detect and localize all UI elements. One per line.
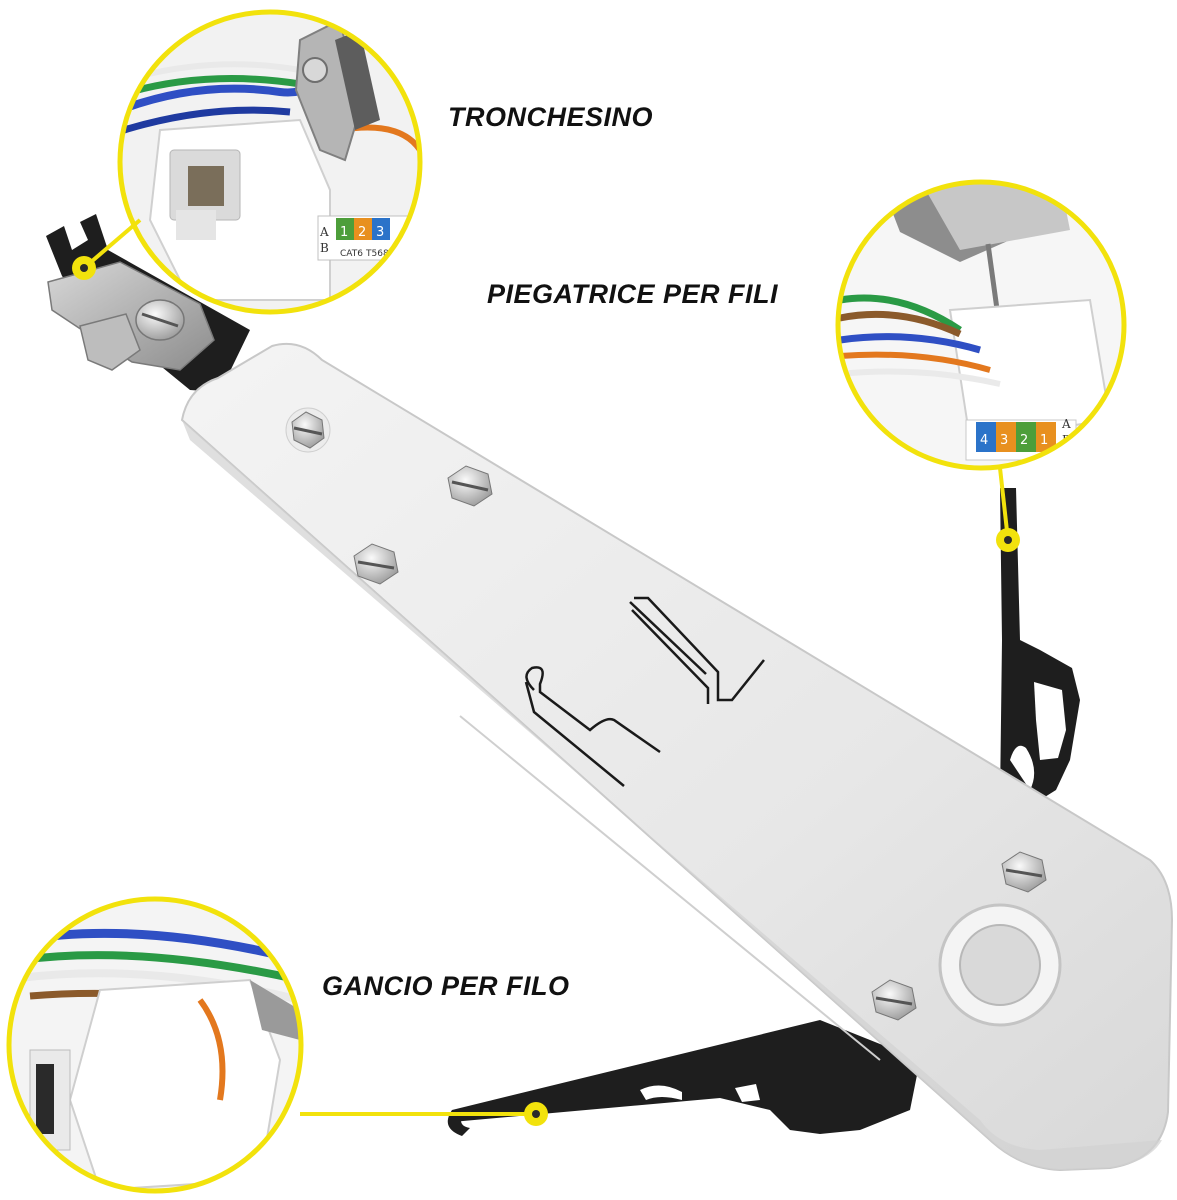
inset-marking-3b: 3 (1000, 433, 1008, 448)
inset-bender-detail: 4 3 2 1 A B (835, 179, 1127, 471)
screw-icon (285, 407, 331, 453)
inset-marking-a: A (319, 225, 329, 239)
inset-marking-2b: 2 (1020, 433, 1028, 448)
inset-marking-2: 2 (358, 225, 366, 240)
label-cutter: TRONCHESINO (448, 102, 654, 132)
screw-icon (1001, 851, 1047, 893)
inset-marking-1b: 1 (1040, 433, 1048, 448)
inset-marking-t568a: T568A (365, 249, 396, 259)
screw-icon (871, 979, 917, 1021)
inset-cutter-detail: A B 1 2 3 CAT6 T568A (117, 9, 423, 315)
tool-body (180, 342, 1174, 1172)
inset-marking-4: 4 (980, 433, 988, 448)
wire-bender-blade (1000, 488, 1080, 870)
callout-cutter (72, 218, 142, 280)
inset-hook-detail (6, 896, 304, 1194)
screw-icon (135, 299, 185, 341)
wire-hook-blade (447, 1020, 920, 1136)
inset-marking-ab: A (1061, 417, 1071, 431)
screw-icon (447, 465, 493, 507)
screw-icon (353, 543, 399, 585)
cutter-icon (629, 596, 765, 704)
inset-marking-b: B (320, 241, 329, 255)
tool-hole (938, 903, 1062, 1027)
label-wire-hook: GANCIO PER FILO (322, 971, 570, 1001)
callout-bender (996, 467, 1020, 552)
inset-marking-3: 3 (376, 225, 384, 240)
label-wire-bender: PIEGATRICE PER FILI (487, 279, 779, 309)
inset-marking-cat6: CAT6 (340, 249, 363, 259)
inset-marking-1: 1 (340, 225, 348, 240)
callout-hook (300, 1102, 548, 1126)
hook-icon (524, 666, 661, 787)
